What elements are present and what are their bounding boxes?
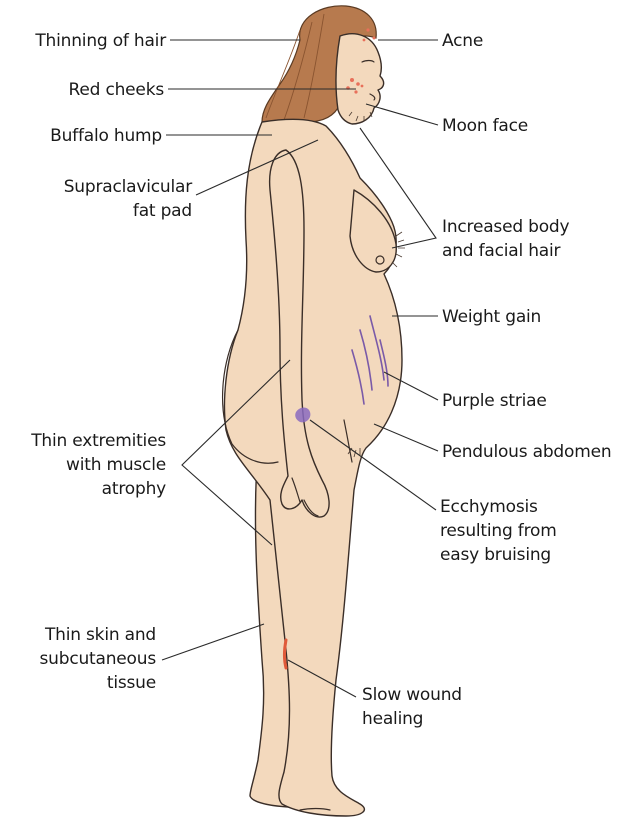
label-ecchymosis-line2: resulting from [440,521,557,541]
label-supraclavicular-line1: Supraclavicular [64,177,192,197]
label-thin-skin-line3: tissue [107,673,156,693]
label-thin-skin-line1: Thin skin and [44,625,156,645]
label-acne: Acne [442,31,483,51]
label-weight-gain: Weight gain [442,307,541,327]
label-body-hair-line2: and facial hair [442,241,561,261]
label-pendulous-abdomen: Pendulous abdomen [442,442,611,462]
label-buffalo-hump: Buffalo hump [50,126,162,146]
label-moon-face: Moon face [442,116,528,136]
wound-mark [285,640,287,668]
label-ecchymosis-line1: Ecchymosis [440,497,538,517]
label-thin-extremities-line2: with muscle [66,455,166,475]
label-red-cheeks: Red cheeks [69,80,165,100]
label-supraclavicular-line2: fat pad [133,201,192,221]
label-purple-striae: Purple striae [442,391,547,411]
label-thin-skin-line2: subcutaneous [40,649,157,669]
label-thin-extremities-line1: Thin extremities [30,431,166,451]
face [336,34,384,124]
label-slow-wound-line1: Slow wound [362,685,462,705]
left-labels: Thinning of hair Red cheeks Buffalo hump… [30,31,192,693]
label-slow-wound-line2: healing [362,709,423,729]
label-body-hair-line1: Increased body [442,217,570,237]
label-thinning-hair: Thinning of hair [34,31,166,51]
label-thin-extremities-line3: atrophy [102,479,166,499]
label-ecchymosis-line3: easy bruising [440,545,551,565]
